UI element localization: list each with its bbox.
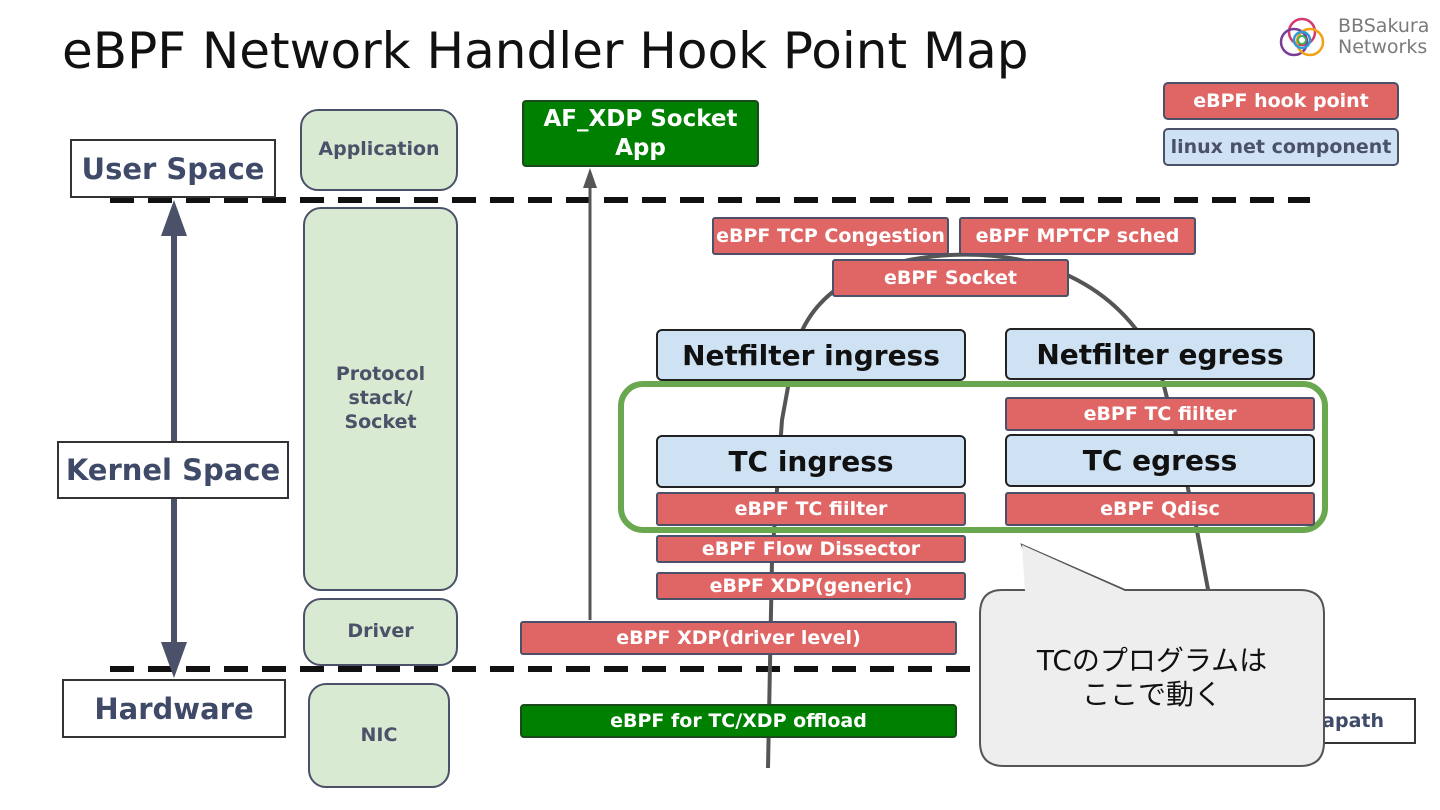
hook-flow-dissector: eBPF Flow Dissector [656,535,966,563]
af-xdp-line2: App [615,134,666,161]
hook-qdisc: eBPF Qdisc [1005,492,1315,526]
tc-highlight-frame [618,381,1328,533]
driver-layer: Driver [303,598,458,666]
user-space-label: User Space [70,139,276,198]
legend-hook-point: eBPF hook point [1163,82,1399,120]
hook-xdp-generic: eBPF XDP(generic) [656,572,966,600]
nic-layer: NIC [308,683,450,788]
page-title: eBPF Network Handler Hook Point Map [62,22,1029,80]
hardware-label: Hardware [62,679,286,738]
protocol-line2: stack/ [348,387,413,410]
logo-text-line1: BBSakura [1338,15,1430,37]
tc-egress: TC egress [1005,434,1315,487]
hook-socket: eBPF Socket [832,259,1069,297]
af-xdp-line1: AF_XDP Socket [543,105,738,132]
kernel-space-label: Kernel Space [57,441,289,499]
datapath-label: apath [1322,710,1384,732]
arrow-head-down-icon [161,642,187,678]
hook-tc-filter-egress: eBPF TC fiilter [1005,397,1315,431]
company-logo: BBSakura Networks [1274,10,1434,66]
callout-line1: TCのプログラムは [1036,644,1268,677]
netfilter-ingress: Netfilter ingress [656,329,966,381]
hook-tc-filter-ingress: eBPF TC fiilter [656,492,966,526]
af-xdp-arrow-head-icon [583,168,597,188]
arrow-head-up-icon [161,200,187,236]
hook-xdp-driver: eBPF XDP(driver level) [520,621,957,655]
protocol-line1: Protocol [335,363,426,386]
callout-line2: ここで動く [1081,678,1222,711]
speech-callout [979,543,1325,767]
offload-hook: eBPF for TC/XDP offload [520,704,957,738]
netfilter-egress: Netfilter egress [1005,328,1315,380]
logo-text-line2: Networks [1338,36,1428,58]
legend-net-component: linux net component [1163,128,1399,166]
callout-text: TCのプログラムは ここで動く [980,590,1324,766]
logo-mark-icon [1279,17,1325,57]
hook-tcp-congestion: eBPF TCP Congestion [712,217,949,255]
af-xdp-socket-app: AF_XDP Socket App [522,100,759,167]
protocol-stack-layer: Protocol stack/ Socket [303,207,458,591]
hook-mptcp-sched: eBPF MPTCP sched [959,217,1196,255]
tc-ingress: TC ingress [656,435,966,488]
protocol-line3: Socket [344,410,417,433]
application-layer: Application [300,109,458,191]
